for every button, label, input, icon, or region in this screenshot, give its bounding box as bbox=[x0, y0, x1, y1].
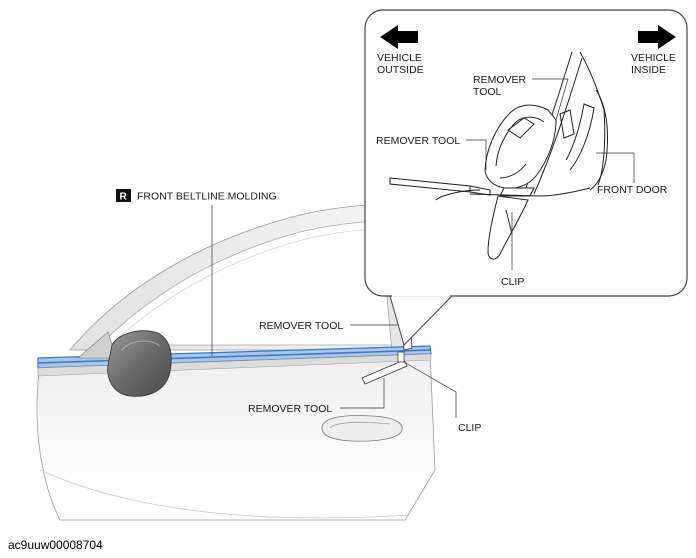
r-badge-text: R bbox=[120, 192, 128, 203]
remover-tool-upper-label: REMOVER TOOL bbox=[259, 320, 343, 332]
front-beltline-molding-text: FRONT BELTLINE MOLDING bbox=[137, 191, 277, 203]
window-glass bbox=[99, 220, 393, 346]
image-code: ac9uuw00008704 bbox=[8, 538, 103, 552]
clip-door-label: CLIP bbox=[458, 422, 481, 434]
vehicle-outside-arrow-icon bbox=[380, 25, 418, 49]
r-badge bbox=[116, 189, 131, 202]
vehicle-inside-label-1: VEHICLE bbox=[631, 52, 676, 64]
vehicle-inside-label-2: INSIDE bbox=[631, 64, 666, 76]
remover-tool-lower bbox=[361, 359, 408, 385]
remover-tool-detail-top-label-1: REMOVER bbox=[473, 74, 527, 86]
clip-detail-label: CLIP bbox=[501, 276, 524, 288]
remover-tool-detail-top-label-2: TOOL bbox=[473, 86, 502, 98]
door-leaders bbox=[211, 205, 457, 418]
vehicle-outside-label-1: VEHICLE bbox=[377, 52, 422, 64]
callout-connector bbox=[389, 295, 453, 346]
front-beltline-molding-label: R FRONT BELTLINE MOLDING bbox=[116, 189, 277, 203]
clip-detail-drawing bbox=[389, 51, 609, 260]
vehicle-outside-label-2: OUTSIDE bbox=[377, 64, 424, 76]
side-mirror bbox=[107, 330, 172, 397]
front-door-label: FRONT DOOR bbox=[597, 184, 668, 196]
detail-leaders bbox=[466, 78, 635, 270]
front-door-illustration bbox=[36, 203, 436, 521]
remover-tool-detail-left-label: REMOVER TOOL bbox=[376, 135, 460, 147]
clip-small bbox=[397, 351, 405, 363]
remover-tool-lower-label: REMOVER TOOL bbox=[248, 403, 332, 415]
door-handle bbox=[321, 415, 403, 442]
door-lower-edge bbox=[39, 469, 411, 519]
vehicle-inside-arrow-icon bbox=[638, 25, 676, 49]
